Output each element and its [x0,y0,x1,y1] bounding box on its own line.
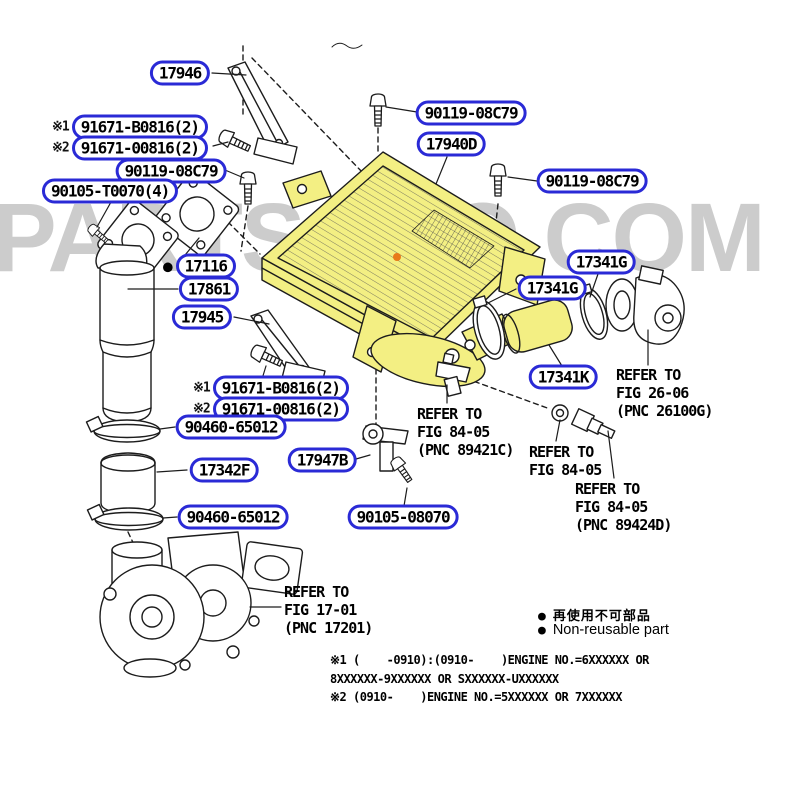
refer-note-line: REFER TO [417,405,482,423]
part-label-17342f: 17342F [189,457,259,483]
part-label-90119-top: 90119-08C79 [415,100,527,126]
legend-jp-text: 再使用不可部品 [552,609,651,624]
part-label-17341k: 17341K [528,364,598,390]
legend-row-jp: ● 再使用不可部品 [538,605,651,624]
part-number[interactable]: 91671-00816(2) [71,135,208,161]
part-label-90460-top: 90460-65012 [175,414,287,440]
leader-lines [96,72,649,608]
part-number[interactable]: 17946 [149,60,211,86]
footnote-ref-mark: ※2 [52,140,70,156]
part-label-17946: 17946 [149,60,211,86]
part-number[interactable]: 17342F [189,457,259,483]
refer-note-line: FIG 84-05 [529,461,602,479]
sensor-89424D [551,404,616,439]
bracket-17946-drawing [227,61,298,165]
part-number[interactable]: 17341G [566,249,636,275]
refer-note-line: FIG 17-01 [284,601,357,619]
footnote-ref-mark: ※1 [52,119,70,135]
part-label-17945: 17945 [171,304,233,330]
part-label-17341g-lower: 17341G [517,275,587,301]
intercooler-drawing [261,151,546,388]
non-reusable-dot: ● [163,256,173,275]
clamp-17341G-left [472,295,506,360]
part-number[interactable]: 90119-08C79 [536,168,648,194]
sensors-drawing [362,352,616,472]
refer-note-line: FIG 26-06 [616,384,689,402]
legend-row-en: ● Non-reusable part [538,622,669,638]
hose-17341K-drawing [472,265,685,360]
refer-note-line: REFER TO [529,443,594,461]
footnote-ref-mark: ※1 [193,380,211,396]
clamp-90460-bottom [86,503,164,531]
part-label-90119-right: 90119-08C79 [536,168,648,194]
part-number[interactable]: 17947B [287,447,357,473]
part-number[interactable]: 17116 [175,253,236,279]
refer-note-line: FIG 84-05 [575,498,648,516]
footnote-2: ※2 (0910- )ENGINE NO.=5XXXXXX OR 7XXXXXX [330,690,623,704]
refer-note-line: (PNC 26100G) [616,402,713,420]
refer-note-line: (PNC 17201) [284,619,373,637]
throttle-body-drawing [605,265,685,345]
refer-note-line: FIG 84-05 [417,423,490,441]
part-number[interactable]: 90105-08070 [347,504,459,530]
part-number[interactable]: 90105-T0070(4) [41,178,179,204]
non-reusable-bullet-icon: ● [538,609,546,624]
part-label-17341g-upper: 17341G [566,249,636,275]
map-sensor-89421C [435,352,471,397]
hose-17342F [100,452,156,514]
hotspot-dot[interactable] [393,253,401,261]
clamp-90460-top [85,415,161,443]
footnote-1b: 8XXXXXX-9XXXXXX OR SXXXXXX-UXXXXXX [330,672,559,686]
refer-note-line: REFER TO [284,583,349,601]
footnote-1: ※1 ( -0910):(0910- )ENGINE NO.=6XXXXXX O… [330,653,649,667]
refer-note-line: (PNC 89421C) [417,441,514,459]
part-number[interactable]: 17940D [416,131,486,157]
part-number[interactable]: 17341K [528,364,598,390]
legend-en-text: Non-reusable part [552,622,669,638]
non-reusable-bullet-icon: ● [538,623,546,638]
part-number[interactable]: 90460-65012 [177,504,289,530]
part-number[interactable]: 90119-08C79 [415,100,527,126]
refer-note-line: REFER TO [575,480,640,498]
part-number[interactable]: 17341G [517,275,587,301]
part-label-90460-bot: 90460-65012 [177,504,289,530]
part-label-90105-08070: 90105-08070 [347,504,459,530]
top-edge-mark [331,42,363,49]
part-label-17861: 17861 [178,276,240,302]
refer-note-line: (PNC 89424D) [575,516,672,534]
part-number[interactable]: 17861 [178,276,240,302]
part-label-90105-t0070: 90105-T0070(4) [41,178,179,204]
footnote-ref-mark: ※2 [193,401,211,417]
refer-note-line: REFER TO [616,366,681,384]
part-number[interactable]: 17945 [171,304,233,330]
part-number[interactable]: 90460-65012 [175,414,287,440]
part-label-17947b: 17947B [287,447,357,473]
part-label-17116: ●17116 [163,253,236,279]
part-label-17940d: 17940D [416,131,486,157]
turbocharger-drawing [99,531,304,678]
bracket-17947B [362,423,409,472]
